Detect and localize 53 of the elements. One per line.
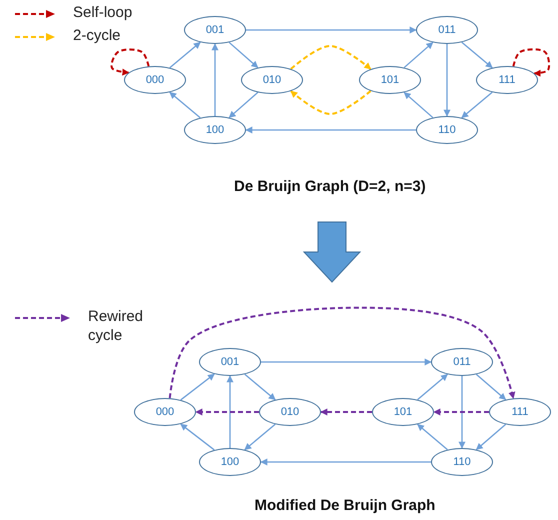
- state-ellipse: 100: [199, 448, 261, 476]
- state-ellipse: 110: [431, 448, 493, 476]
- arrow: [444, 44, 450, 117]
- arrow: [169, 42, 201, 68]
- arrow: [244, 374, 276, 400]
- state-ellipse: 010: [241, 66, 303, 94]
- dashed-arrow: [168, 306, 516, 399]
- arrow: [228, 42, 258, 68]
- state-ellipse: 011: [416, 16, 478, 44]
- state-ellipse: 001: [184, 16, 246, 44]
- dashed-arrow: [320, 408, 372, 416]
- arrow: [169, 92, 201, 118]
- dashed-arrow: [290, 90, 372, 115]
- dashed-arrow: [195, 408, 259, 416]
- state-ellipse: 000: [124, 66, 186, 94]
- state-ellipse: 111: [489, 398, 551, 426]
- arrow: [180, 374, 215, 400]
- arrow: [245, 126, 416, 134]
- arrow: [461, 42, 493, 68]
- legend-label: 2-cycle: [73, 27, 122, 46]
- legend-label: Self-loop: [73, 4, 134, 23]
- arrow: [404, 92, 434, 118]
- arrow: [244, 424, 276, 450]
- arrow: [417, 374, 448, 400]
- arrow: [404, 42, 434, 68]
- state-ellipse: 101: [372, 398, 434, 426]
- arrow: [476, 424, 506, 450]
- dashed-arrow: [433, 408, 489, 416]
- state-ellipse: 101: [359, 66, 421, 94]
- dashed-arrow: [512, 48, 550, 77]
- arrow: [246, 26, 417, 34]
- state-ellipse: 000: [134, 398, 196, 426]
- state-ellipse: 100: [184, 116, 246, 144]
- legend-label: Rewired cycle: [88, 308, 144, 346]
- arrow: [476, 374, 506, 400]
- state-ellipse: 111: [476, 66, 538, 94]
- dashed-arrow: [110, 48, 150, 76]
- state-ellipse: 011: [431, 348, 493, 376]
- state-ellipse: 001: [199, 348, 261, 376]
- arrow: [226, 375, 234, 448]
- dashed-arrow: [290, 45, 372, 70]
- arrow: [180, 424, 215, 450]
- graph-title: Modified De Bruijn Graph: [254, 497, 436, 514]
- arrow: [417, 424, 448, 450]
- arrow: [228, 92, 258, 118]
- arrow: [461, 92, 493, 118]
- graph-title: De Bruijn Graph (D=2, n=3): [234, 178, 426, 195]
- arrow: [458, 376, 466, 449]
- state-ellipse: 010: [259, 398, 321, 426]
- arrow: [261, 358, 432, 366]
- state-ellipse: 110: [416, 116, 478, 144]
- arrow: [212, 43, 218, 116]
- arrow: [260, 458, 431, 466]
